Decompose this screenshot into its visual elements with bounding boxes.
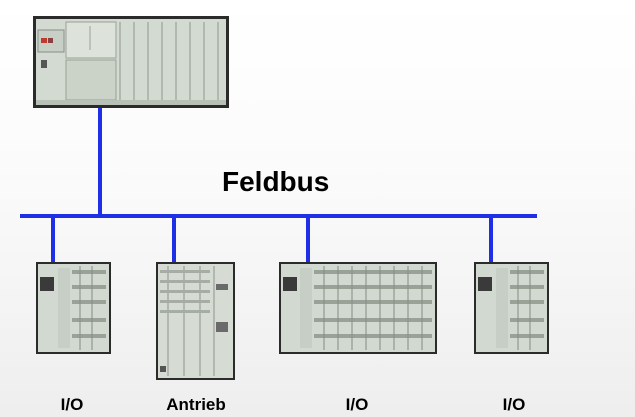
device-label-io-2: I/O bbox=[345, 395, 369, 414]
plc-controller bbox=[33, 16, 229, 108]
drive-module bbox=[156, 262, 235, 380]
device-label-drive: Antrieb bbox=[166, 395, 226, 414]
fieldbus-label: Feldbus bbox=[222, 166, 330, 197]
io-module-3 bbox=[474, 262, 549, 354]
device-label-io-3: I/O bbox=[502, 395, 526, 414]
io-module-2 bbox=[279, 262, 437, 354]
io-module-1 bbox=[36, 262, 111, 354]
bus-connections bbox=[20, 108, 537, 262]
device-label-io-1: I/O bbox=[60, 395, 84, 414]
